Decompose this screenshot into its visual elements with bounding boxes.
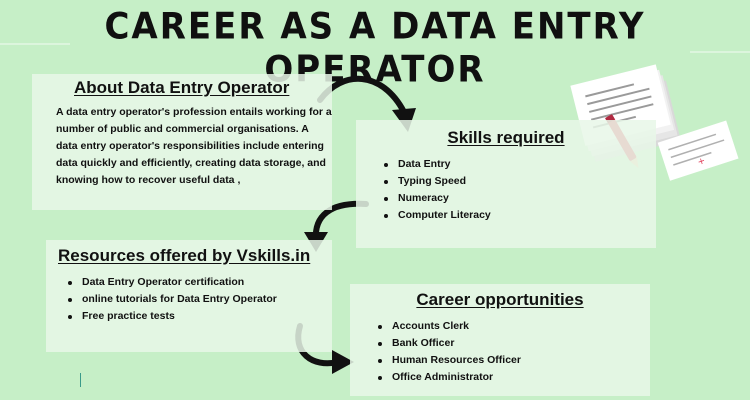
list-item: Human Resources Officer	[378, 352, 650, 369]
resources-list: Data Entry Operator certification online…	[68, 274, 332, 325]
skills-list: Data Entry Typing Speed Numeracy Compute…	[384, 156, 656, 224]
list-item: Computer Literacy	[384, 207, 656, 224]
list-item: Free practice tests	[68, 308, 332, 325]
resources-card: Resources offered by Vskills.in Data Ent…	[46, 240, 332, 352]
list-item: online tutorials for Data Entry Operator	[68, 291, 332, 308]
list-item: Office Administrator	[378, 369, 650, 386]
careers-card: Career opportunities Accounts Clerk Bank…	[350, 284, 650, 396]
resources-heading: Resources offered by Vskills.in	[58, 246, 311, 265]
about-heading: About Data Entry Operator	[74, 78, 290, 97]
about-text: A data entry operator's profession entai…	[56, 106, 332, 186]
list-item: Typing Speed	[384, 173, 656, 190]
page-title: CAREER AS A DATA ENTRY OPERATOR	[104, 4, 646, 92]
svg-text:+: +	[696, 156, 706, 168]
list-item: Accounts Clerk	[378, 318, 650, 335]
about-card: About Data Entry Operator A data entry o…	[32, 74, 332, 210]
list-item: Numeracy	[384, 190, 656, 207]
list-item: Bank Officer	[378, 335, 650, 352]
list-item: Data Entry Operator certification	[68, 274, 332, 291]
skills-card: Skills required Data Entry Typing Speed …	[356, 120, 656, 248]
decorative-mark	[80, 373, 83, 387]
careers-heading: Career opportunities	[416, 290, 584, 309]
skills-heading: Skills required	[447, 128, 565, 147]
careers-list: Accounts Clerk Bank Officer Human Resour…	[378, 318, 650, 386]
list-item: Data Entry	[384, 156, 656, 173]
